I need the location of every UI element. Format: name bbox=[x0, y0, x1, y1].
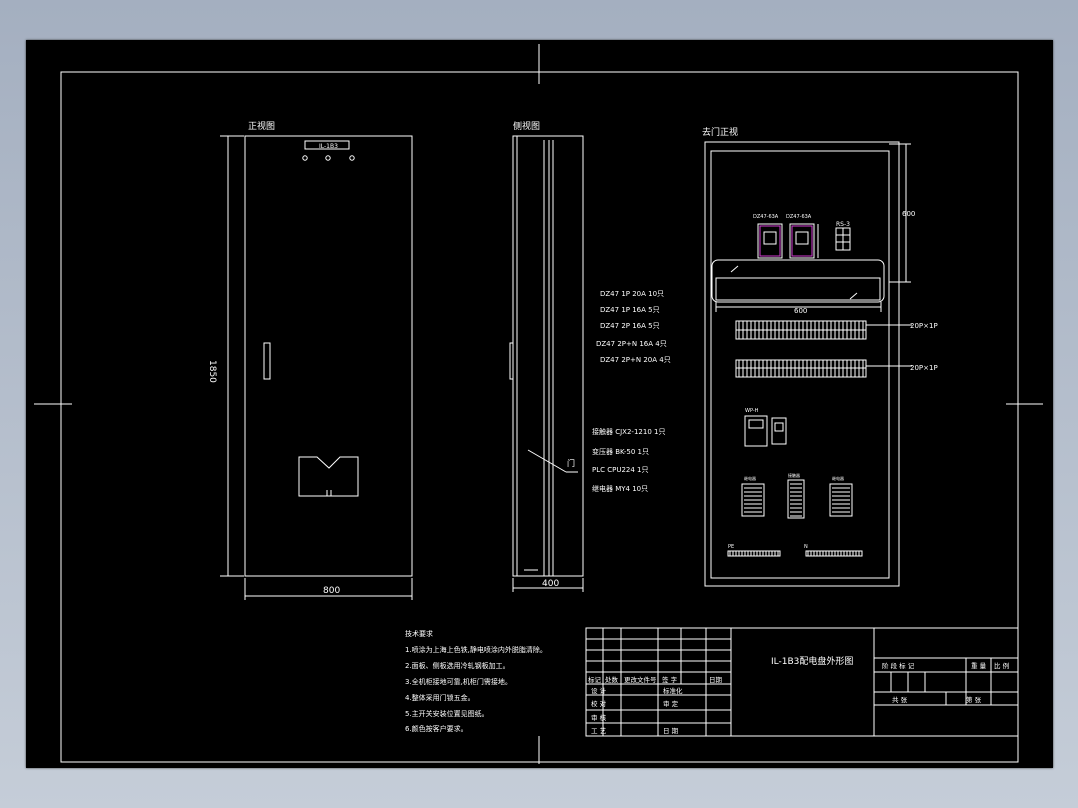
group-label-1: 继电器 bbox=[744, 475, 756, 481]
device-item: PLC CPU224 1只 bbox=[592, 466, 649, 474]
pe-label: PE bbox=[728, 544, 734, 550]
row-label: 日期 bbox=[709, 676, 723, 684]
row-label: 处数 bbox=[605, 675, 619, 684]
device-item: 继电器 MY4 10只 bbox=[592, 484, 648, 493]
front-width-dim: 800 bbox=[323, 586, 340, 596]
left-label: 日 期 bbox=[663, 727, 679, 735]
right-top-label: 重 量 bbox=[971, 662, 987, 670]
side-width-dim: 400 bbox=[542, 579, 559, 589]
left-label: 校 对 bbox=[591, 699, 607, 708]
device-item: 变压器 BK-50 1只 bbox=[592, 447, 649, 456]
side-view bbox=[509, 135, 584, 592]
component-item: DZ47 1P 20A 10只 bbox=[600, 290, 664, 298]
device-item: 接触器 CJX2-1210 1只 bbox=[592, 427, 665, 436]
left-label: 设 计 bbox=[591, 686, 607, 695]
breaker-label-2: DZ47-63A bbox=[786, 214, 812, 220]
tech-notes: 技术要求 1.喷涂为上海上色铁,静电喷涂内外脱脂清除。 2.面板、侧板选用冷轧钢… bbox=[405, 629, 547, 733]
plc-module bbox=[771, 417, 787, 445]
right-bottom-label: 共 张 bbox=[892, 695, 908, 704]
n-busbar bbox=[805, 550, 863, 557]
tech-note-item: 3.全机柜接地可靠,机柜门需接地。 bbox=[405, 677, 512, 686]
front-height-dim: 1850 bbox=[207, 360, 217, 383]
relay-group bbox=[829, 483, 853, 517]
title-block bbox=[585, 627, 1019, 737]
cable-entry bbox=[298, 456, 359, 497]
contactor-group bbox=[787, 479, 805, 519]
left-label: 工 艺 bbox=[591, 727, 607, 735]
breaker bbox=[757, 223, 783, 259]
device-list: 接触器 CJX2-1210 1只 变压器 BK-50 1只 PLC CPU224… bbox=[592, 427, 665, 493]
drawing-title: IL-1B3配电盘外形图 bbox=[771, 655, 853, 667]
mounting-plate bbox=[710, 150, 890, 579]
relay-block-label: RS-3 bbox=[836, 221, 850, 228]
inner-dim-600-h: 600 bbox=[794, 307, 807, 315]
door-handle bbox=[263, 342, 271, 380]
drawing-canvas[interactable]: 正视图 IL-1B3 1850 800 侧视图 400 门 去门正视 600 6… bbox=[26, 40, 1053, 768]
n-label: N bbox=[804, 544, 808, 550]
inner-dim-600-v: 600 bbox=[902, 210, 915, 218]
relay-group bbox=[741, 483, 765, 517]
tech-notes-title: 技术要求 bbox=[405, 629, 433, 638]
side-cabinet-outline bbox=[512, 135, 584, 577]
cad-drawing: 正视图 IL-1B3 1850 800 侧视图 400 门 去门正视 600 6… bbox=[34, 44, 1043, 764]
right-top-label: 阶 段 标 记 bbox=[882, 661, 915, 670]
inner-cabinet-outline bbox=[704, 141, 900, 587]
indicator-lamp bbox=[349, 155, 355, 161]
indicator-lamp bbox=[325, 155, 331, 161]
group-label-3: 继电器 bbox=[832, 475, 844, 481]
component-item: DZ47 1P 16A 5只 bbox=[600, 306, 660, 314]
front-cabinet-outline bbox=[244, 135, 413, 577]
front-view-title: 正视图 bbox=[248, 120, 275, 132]
terminal-label-1: 20P×1P bbox=[910, 322, 938, 330]
tech-note-item: 1.喷涂为上海上色铁,静电喷涂内外脱脂清除。 bbox=[405, 645, 547, 654]
breaker-label-1: DZ47-63A bbox=[753, 214, 779, 220]
terminal-label-2: 20P×1P bbox=[910, 364, 938, 372]
meter bbox=[744, 415, 768, 447]
meter-label: WP-H bbox=[745, 408, 759, 414]
indicator-lamp bbox=[302, 155, 308, 161]
tech-note-item: 6.颜色按客户要求。 bbox=[405, 724, 468, 733]
wire-duct-panel bbox=[711, 259, 885, 303]
group-label-2: 接触器 bbox=[788, 472, 800, 478]
inner-view-title: 去门正视 bbox=[702, 126, 738, 138]
row-label: 标记 bbox=[588, 675, 602, 684]
component-list: DZ47 1P 20A 10只 DZ47 1P 16A 5只 DZ47 2P 1… bbox=[596, 290, 671, 364]
tech-note-item: 2.面板、侧板选用冷轧钢板加工。 bbox=[405, 661, 510, 670]
left-label: 审 定 bbox=[663, 699, 679, 708]
row-label: 更改文件号 bbox=[624, 675, 657, 684]
component-item: DZ47 2P 16A 5只 bbox=[600, 322, 660, 330]
title-block-text: IL-1B3配电盘外形图 标记 处数 更改文件号 签 字 日期 设 计 标准化 … bbox=[588, 655, 1009, 735]
tech-note-item: 5.主开关安装位置见图纸。 bbox=[405, 709, 489, 718]
left-label: 审 核 bbox=[591, 713, 607, 722]
right-bottom-label: 第 张 bbox=[966, 695, 982, 704]
title-block-frame bbox=[585, 627, 1019, 737]
side-view-title: 侧视图 bbox=[513, 120, 540, 132]
breaker bbox=[789, 223, 815, 259]
inner-view bbox=[704, 141, 912, 587]
left-label: 标准化 bbox=[663, 686, 683, 695]
side-door-label: 门 bbox=[567, 458, 575, 468]
row-label: 签 字 bbox=[662, 675, 678, 684]
component-item: DZ47 2P+N 16A 4只 bbox=[596, 340, 667, 348]
right-top-label: 比 例 bbox=[994, 661, 1009, 670]
component-item: DZ47 2P+N 20A 4只 bbox=[600, 356, 671, 364]
nameplate-text: IL-1B3 bbox=[319, 143, 338, 150]
tech-note-item: 4.整体采用门锁五金。 bbox=[405, 693, 475, 702]
nameplate bbox=[304, 140, 350, 150]
front-view bbox=[220, 135, 413, 600]
